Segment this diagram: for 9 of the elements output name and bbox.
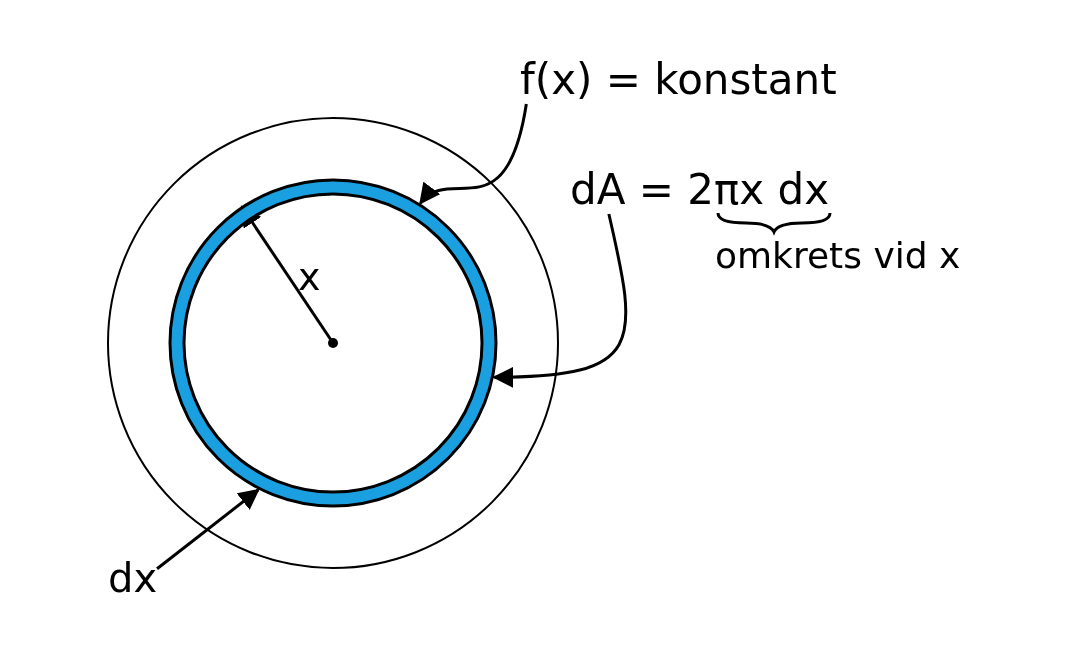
radius-label: x: [298, 255, 321, 299]
annotation-label: f(x) = konstant: [520, 55, 837, 104]
annotation-label: dx: [108, 555, 158, 601]
leader-line: [418, 103, 528, 205]
leader-line: [492, 213, 628, 388]
annotation-label: dA = 2πx dx: [570, 165, 829, 214]
note-text: omkrets vid x: [715, 235, 961, 276]
ring-shape: [168, 178, 498, 508]
leader-line: [156, 488, 260, 570]
